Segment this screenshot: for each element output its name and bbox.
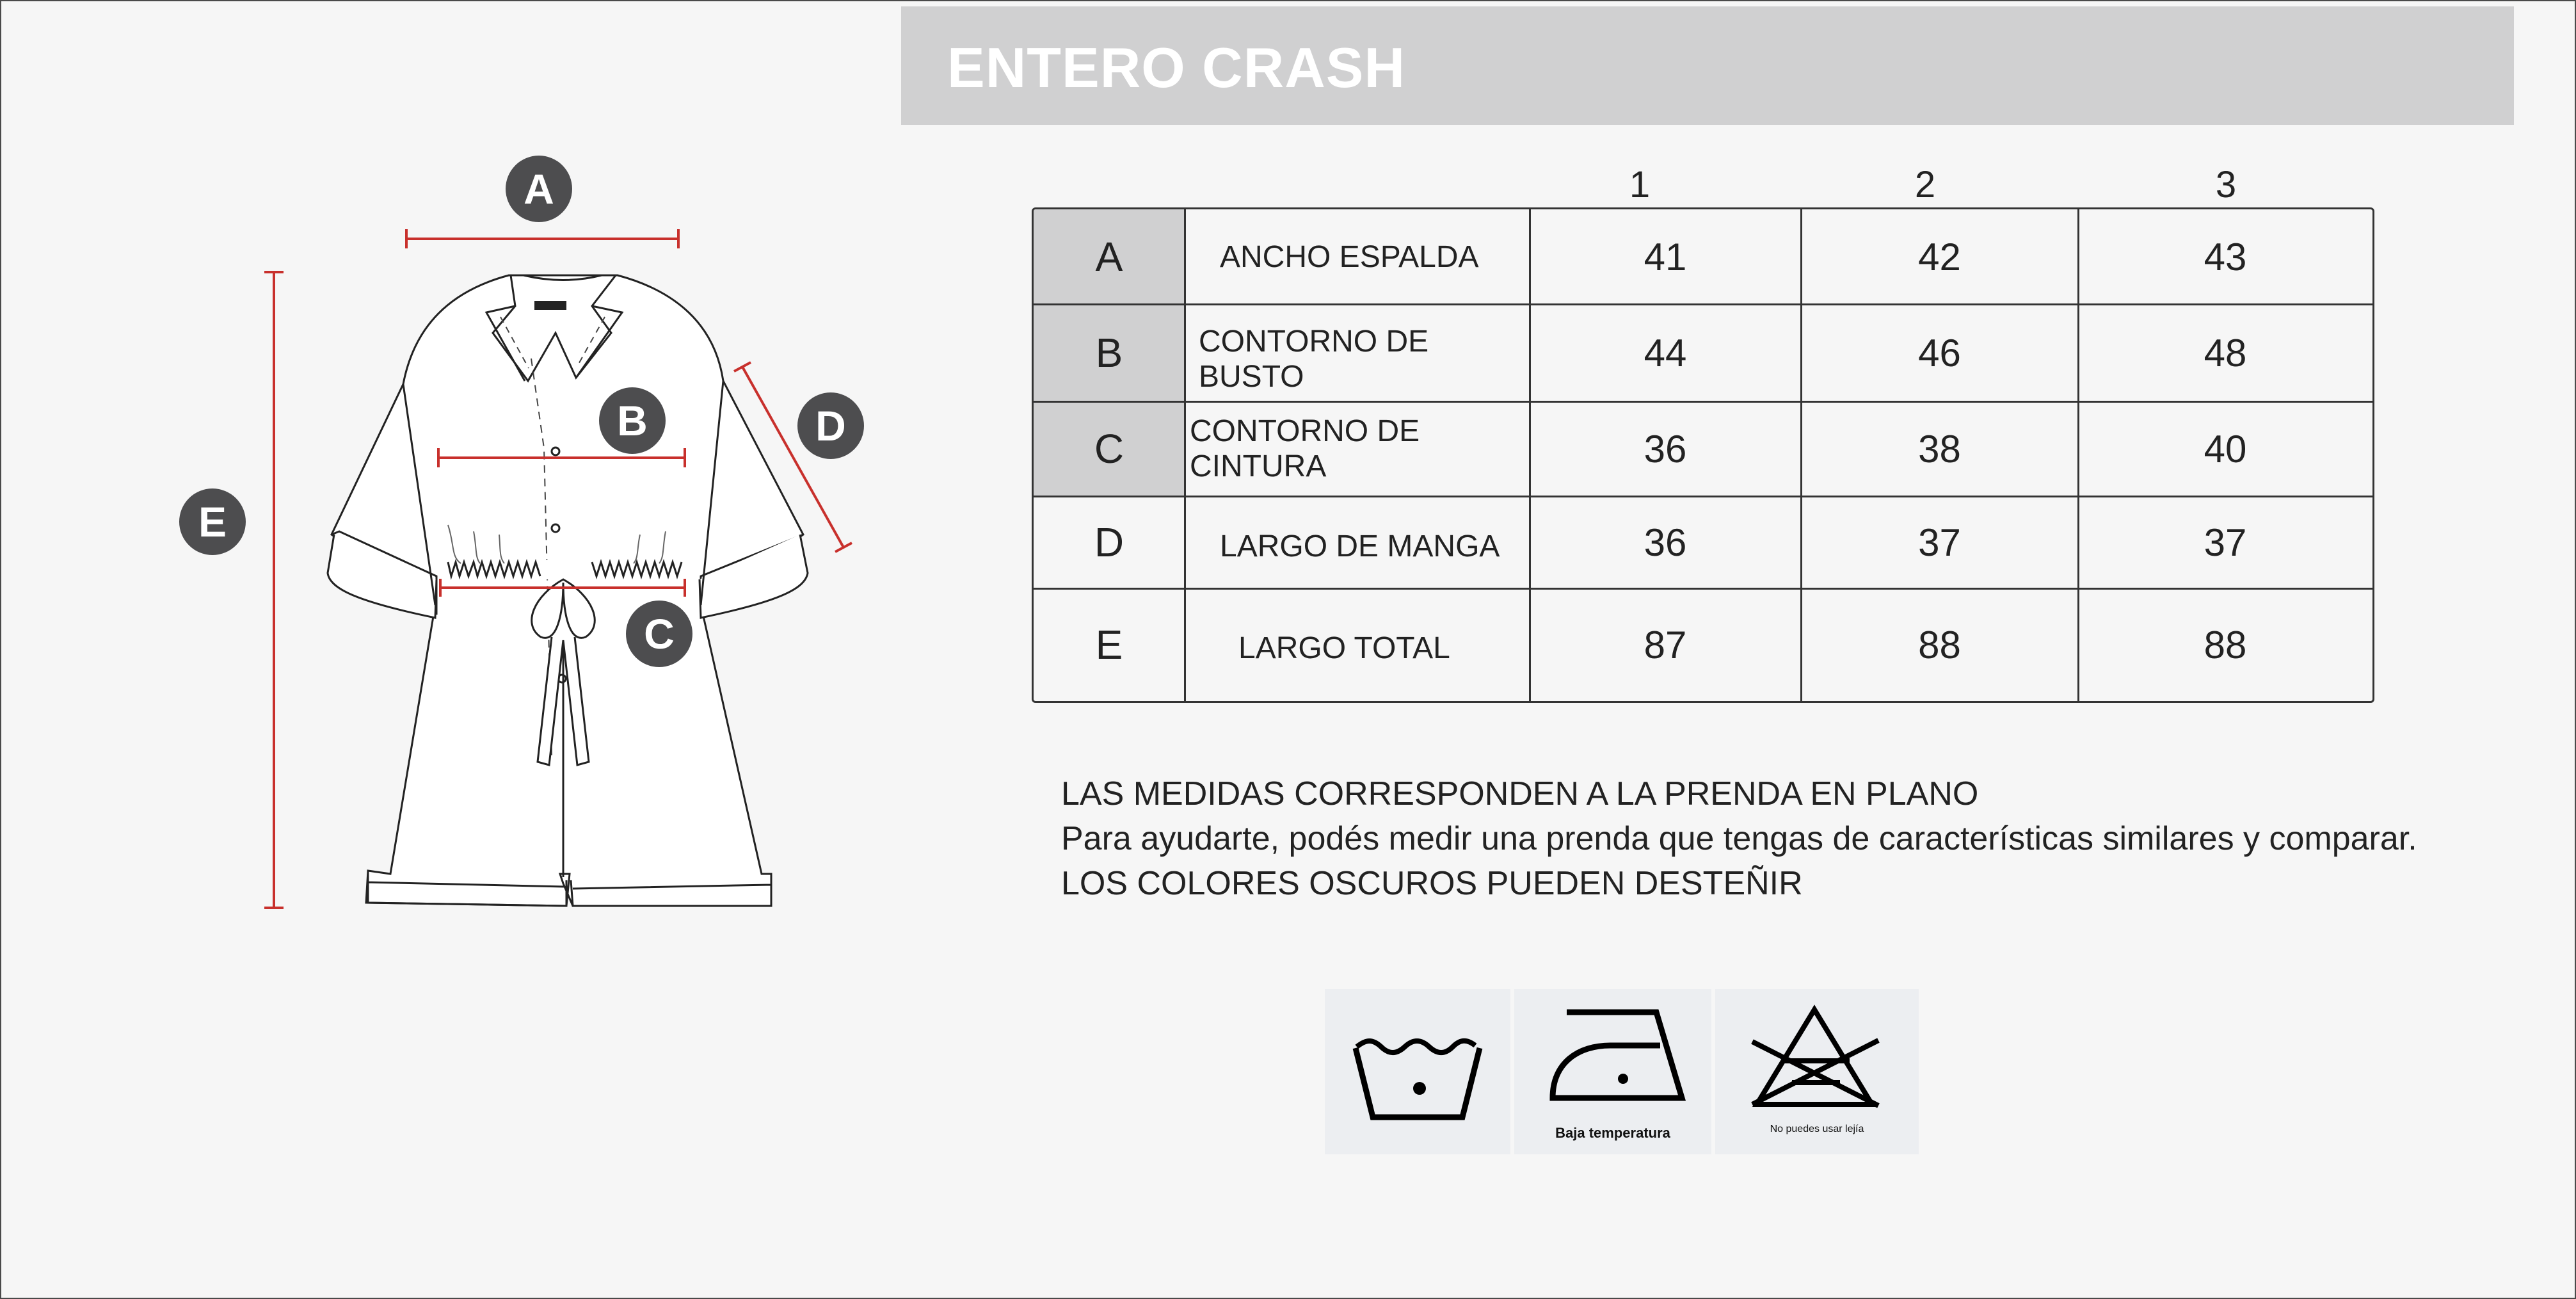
note-line: Para ayudarte, podés medir una prenda qu… — [1061, 820, 2417, 857]
row-letter: A — [1034, 209, 1185, 304]
measure-line-c — [439, 579, 686, 597]
note-line: LOS COLORES OSCUROS PUEDEN DESTEÑIR — [1061, 865, 1803, 902]
iron-caption: Baja temperatura — [1555, 1125, 1670, 1141]
right-cuff — [698, 534, 809, 619]
size-value: 48 — [2204, 331, 2247, 375]
wash-symbol — [1325, 989, 1510, 1154]
measure-name: LARGO TOTAL — [1238, 631, 1450, 665]
measure-line-d — [733, 361, 852, 553]
drawstring-tails — [536, 636, 590, 766]
badge-d: D — [797, 392, 864, 459]
table-row: D LARGO DE MANGA 36 37 37 — [1034, 496, 2372, 588]
measure-name: CONTORNO DE BUSTO — [1199, 325, 1429, 394]
notes: LAS MEDIDAS CORRESPONDEN A LA PRENDA EN … — [1061, 771, 2417, 906]
table-divider — [1034, 303, 2372, 305]
table-divider — [1184, 209, 1186, 701]
row-letter: C — [1034, 401, 1185, 496]
bleach-symbol: No puedes usar lejía — [1715, 989, 1919, 1154]
badge-e-letter: E — [198, 498, 227, 545]
table-row: C CONTORNO DE CINTURA 36 38 40 — [1034, 401, 2372, 496]
left-cuff — [326, 534, 438, 619]
size-table: A ANCHO ESPALDA 41 42 43 B CONTORNO DE B… — [1032, 207, 2374, 703]
button-2 — [550, 523, 561, 533]
wash-30-icon — [1352, 1038, 1483, 1120]
size-value: 42 — [1918, 235, 1961, 278]
measurement-lines — [264, 229, 852, 909]
measure-line-a — [405, 229, 680, 248]
note-line: LAS MEDIDAS CORRESPONDEN A LA PRENDA EN … — [1061, 775, 1979, 812]
size-header-3: 3 — [2215, 164, 2237, 206]
size-value: 46 — [1918, 331, 1961, 375]
badge-b-letter: B — [617, 397, 648, 444]
no-bleach-icon — [1751, 1005, 1880, 1108]
badge-d-letter: D — [815, 402, 846, 449]
measure-name: CONTORNO DE CINTURA — [1190, 414, 1420, 483]
waist-gather-left — [447, 558, 541, 580]
size-value: 43 — [2204, 235, 2247, 278]
garment-sketch: A B C D E — [179, 156, 864, 909]
table-divider — [1034, 588, 2372, 590]
title-bar — [901, 6, 2514, 125]
size-value: 87 — [1644, 623, 1687, 666]
table-divider — [1529, 209, 1531, 701]
badge-a: A — [506, 156, 572, 222]
table-divider — [1800, 209, 1802, 701]
table-divider — [1034, 496, 2372, 497]
collar — [492, 274, 618, 383]
table-row: E LARGO TOTAL 87 88 88 — [1034, 588, 2372, 701]
size-value: 88 — [2204, 623, 2247, 666]
badge-c: C — [626, 601, 692, 667]
button-1 — [550, 446, 561, 456]
row-letter: D — [1094, 519, 1124, 565]
size-value: 40 — [2204, 427, 2247, 471]
waist-gather-right — [591, 559, 683, 579]
table-divider — [1034, 401, 2372, 403]
iron-low-icon — [1549, 1009, 1686, 1101]
collar-stitching — [500, 316, 605, 369]
badge-a-letter: A — [524, 165, 554, 213]
armhole-seams — [402, 380, 724, 606]
size-value: 36 — [1644, 427, 1687, 471]
size-value: 44 — [1644, 331, 1687, 375]
size-value: 41 — [1644, 235, 1687, 278]
gather-folds — [447, 524, 666, 564]
size-value: 36 — [1644, 520, 1687, 564]
measure-name: LARGO DE MANGA — [1220, 529, 1500, 563]
right-leg-cuff — [570, 877, 772, 907]
table-row: A ANCHO ESPALDA 41 42 43 — [1034, 209, 2372, 304]
table-row: B CONTORNO DE BUSTO 44 46 48 — [1034, 304, 2372, 401]
measure-line-e — [264, 271, 284, 909]
size-header-2: 2 — [1914, 164, 1936, 206]
row-letter: E — [1095, 622, 1123, 668]
placket-stitching — [531, 358, 552, 756]
bleach-caption: No puedes usar lejía — [1770, 1124, 1864, 1134]
badge-b: B — [599, 387, 666, 454]
left-leg-cuff — [367, 872, 568, 907]
collar-label — [534, 301, 566, 310]
collar-left-lapel — [484, 305, 526, 382]
collar-right-lapel — [575, 305, 624, 378]
badge-e: E — [179, 488, 246, 555]
table-divider — [2077, 209, 2079, 701]
row-letter: B — [1034, 304, 1185, 401]
measure-name: ANCHO ESPALDA — [1220, 239, 1479, 274]
badge-c-letter: C — [644, 610, 675, 658]
size-value: 37 — [2204, 520, 2247, 564]
page-title: ENTERO CRASH — [947, 36, 1406, 99]
measure-line-b — [437, 448, 686, 467]
size-value: 37 — [1918, 520, 1961, 564]
size-value: 88 — [1918, 623, 1961, 666]
drawstring-bow — [531, 578, 596, 639]
iron-symbol: Baja temperatura — [1514, 989, 1711, 1154]
size-header-1: 1 — [1629, 164, 1651, 206]
size-value: 38 — [1918, 427, 1961, 471]
